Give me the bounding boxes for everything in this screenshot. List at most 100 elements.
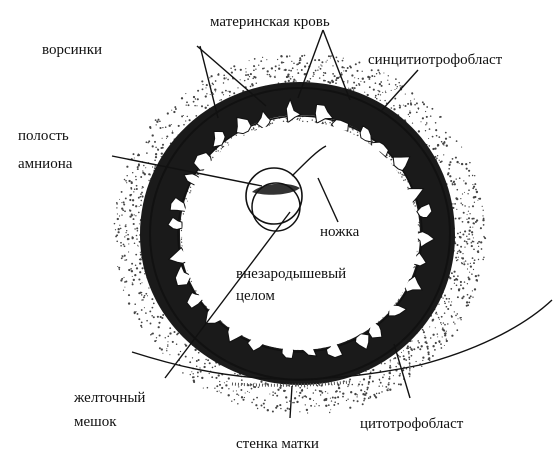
stipple-dot [334, 401, 336, 403]
stipple-dot [299, 391, 302, 395]
stipple-dot [261, 56, 264, 59]
stipple-dot [455, 140, 458, 142]
stipple-dot [464, 246, 466, 248]
stipple-dot [137, 211, 140, 214]
stipple-dot [431, 107, 434, 110]
stipple-dot [417, 240, 419, 242]
stipple-dot [128, 251, 130, 253]
stipple-dot [154, 140, 156, 143]
stipple-dot [407, 350, 410, 353]
stipple-dot [440, 315, 443, 318]
stipple-dot [439, 115, 442, 118]
stipple-dot [473, 288, 477, 291]
stipple-dot [190, 190, 192, 192]
stipple-dot [189, 192, 191, 194]
stipple-dot [204, 362, 206, 365]
stipple-dot [372, 88, 375, 91]
stipple-dot [341, 59, 344, 62]
stipple-dot [371, 75, 374, 77]
stipple-dot [474, 175, 476, 177]
stipple-dot [452, 181, 455, 183]
stipple-dot [470, 241, 473, 244]
stipple-dot [195, 360, 198, 362]
stipple-dot [323, 72, 325, 74]
stipple-dot [460, 217, 462, 219]
stipple-dot [194, 104, 196, 107]
stipple-dot [255, 82, 258, 84]
stipple-dot [298, 59, 301, 62]
stipple-dot [240, 389, 243, 391]
stipple-dot [130, 268, 132, 270]
stipple-dot [422, 359, 424, 362]
stipple-dot [374, 395, 376, 397]
stipple-dot [407, 102, 410, 105]
stipple-dot [450, 272, 453, 275]
stipple-dot [191, 371, 193, 373]
stipple-dot [295, 80, 297, 82]
stipple-dot [449, 277, 452, 280]
stipple-dot [473, 262, 475, 265]
stipple-dot [134, 264, 137, 267]
stipple-dot [288, 69, 290, 72]
uterine-wall-line [131, 299, 553, 380]
stipple-dot [135, 205, 138, 208]
stipple-dot [465, 167, 468, 170]
stipple-dot [389, 361, 391, 363]
stipple-dot [363, 81, 366, 83]
stipple-dot [141, 291, 143, 294]
stipple-dot [476, 280, 479, 282]
stipple-dot [421, 101, 424, 104]
stipple-dot [256, 407, 259, 410]
stipple-dot [436, 143, 440, 147]
stipple-dot [345, 69, 348, 72]
stipple-dot [384, 362, 386, 365]
stipple-dot [124, 236, 126, 238]
stipple-dot [329, 122, 331, 124]
stipple-dot [453, 183, 456, 186]
stipple-dot [183, 123, 185, 126]
stipple-dot [189, 186, 192, 188]
stipple-dot [141, 185, 144, 188]
stipple-dot [387, 387, 389, 389]
stipple-dot [421, 328, 424, 331]
stipple-dot [431, 354, 434, 357]
stipple-dot [477, 245, 480, 248]
stipple-dot [271, 122, 274, 124]
stipple-dot [431, 135, 434, 138]
stipple-dot [471, 257, 474, 259]
stipple-dot [174, 106, 177, 109]
stipple-dot [401, 176, 403, 178]
stipple-dot [408, 358, 411, 361]
stipple-dot [194, 98, 197, 100]
stipple-dot [442, 297, 444, 299]
stipple-dot [471, 174, 474, 177]
stipple-dot [116, 217, 119, 221]
stipple-dot [139, 283, 142, 285]
stipple-dot [441, 336, 443, 338]
stipple-dot [450, 315, 453, 318]
stipple-dot [244, 392, 246, 394]
stipple-dot [130, 270, 134, 273]
stipple-dot [306, 121, 309, 123]
stipple-dot [266, 59, 268, 61]
stipple-dot [365, 392, 368, 395]
stipple-dot [465, 162, 468, 166]
stipple-dot [146, 152, 148, 154]
stipple-dot [221, 145, 223, 147]
stipple-dot [230, 71, 233, 74]
stipple-dot [411, 92, 414, 95]
stipple-dot [460, 162, 464, 166]
stipple-dot [473, 259, 476, 262]
stipple-dot [143, 164, 145, 167]
stipple-dot [479, 227, 482, 230]
stipple-dot [209, 77, 211, 79]
stipple-dot [468, 301, 471, 304]
stipple-dot [353, 81, 356, 84]
stipple-dot [130, 182, 133, 185]
stipple-dot [474, 221, 477, 223]
stipple-dot [173, 330, 176, 334]
stipple-dot [136, 227, 139, 230]
stipple-dot [227, 377, 230, 380]
stipple-dot [201, 88, 204, 91]
stipple-dot [417, 130, 421, 133]
